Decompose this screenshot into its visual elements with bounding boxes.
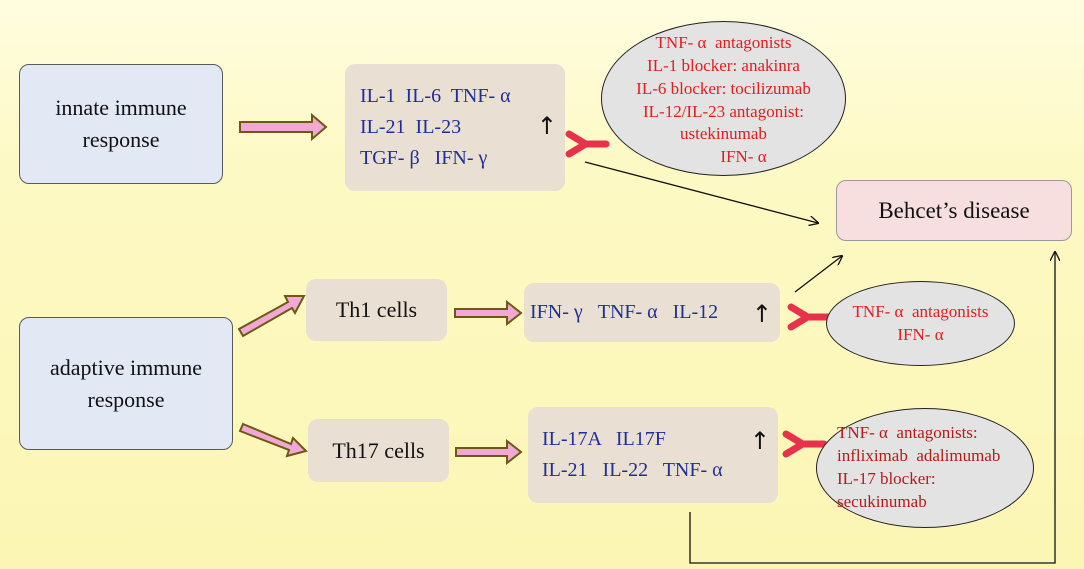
arrow-th17-to-cytokines — [455, 438, 523, 466]
link-th1-to-disease — [794, 256, 842, 293]
adaptive-immune-response-box: adaptive immune response — [19, 317, 233, 450]
th1-cytokines-line: IFN- γ TNF- α IL-12 — [530, 301, 719, 323]
arrow-adaptive-to-th1 — [237, 295, 306, 338]
innate-immune-response-box: innate immune response — [19, 64, 223, 184]
innate-label-line2: response — [82, 127, 160, 152]
th1-increase-icon: ↑ — [751, 300, 772, 328]
th17-increase-icon: ↑ — [749, 427, 770, 455]
th1-cells-label: Th1 cells — [335, 297, 418, 322]
th1-cytokines-box: IFN- γ TNF- α IL-12 ↑ — [524, 283, 780, 342]
th17-drug-4: secukinumab — [837, 491, 927, 511]
th17-drugs-ellipse: TNF- α antagonists: infliximab adalimuma… — [816, 408, 1034, 528]
disease-label: Behcet’s disease — [878, 197, 1030, 223]
th1-cells-box: Th1 cells — [306, 279, 447, 341]
arrow-innate-to-cytokines — [239, 112, 328, 142]
th17-drug-1: TNF- α antagonists: — [837, 423, 978, 443]
th17-cells-label: Th17 cells — [332, 437, 425, 463]
arrow-adaptive-to-th17 — [238, 422, 308, 458]
innate-drug-5: ustekinumab — [680, 124, 767, 144]
th1-drugs-ellipse: TNF- α antagonists IFN- α — [826, 281, 1015, 366]
innate-label-line1: innate immune — [55, 95, 187, 121]
inhibitor-innate — [565, 130, 610, 158]
innate-cytokines-box: IL-1 IL-6 TNF- α IL-21 IL-23 TGF- β IFN-… — [345, 64, 565, 191]
th17-cells-box: Th17 cells — [308, 419, 449, 482]
behcets-disease-box: Behcet’s disease — [836, 180, 1072, 241]
link-innate-to-disease — [584, 161, 818, 223]
th17-cytokines-line2: IL-21 IL-22 TNF- α — [542, 459, 723, 481]
th17-drug-2: infliximab adalimumab — [837, 446, 1001, 466]
th1-drug-1: TNF- α antagonists — [852, 301, 989, 321]
innate-cytokines-line2: IL-21 IL-23 — [360, 116, 462, 138]
adaptive-label-line1: adaptive immune — [49, 354, 203, 380]
innate-drug-6: IFN- α — [720, 147, 767, 167]
innate-cytokines-line3: TGF- β IFN- γ — [360, 147, 488, 169]
innate-drugs-ellipse: TNF- α antagonists IL-1 blocker: anakinr… — [601, 21, 846, 176]
innate-drug-4: IL-12/IL-23 antagonist: — [643, 101, 804, 121]
th1-drug-2: IFN- α — [897, 324, 944, 344]
th17-cytokines-box: IL-17A IL17F IL-21 IL-22 TNF- α ↑ — [528, 407, 778, 503]
innate-increase-icon: ↑ — [536, 112, 557, 140]
inhibitor-th1 — [787, 303, 833, 331]
th17-drug-3: IL-17 blocker: — [837, 469, 936, 488]
adaptive-label-line2: response — [87, 386, 165, 412]
arrow-th1-to-cytokines — [454, 299, 523, 327]
link-th17-to-disease — [689, 252, 1055, 564]
th17-cytokines-line1: IL-17A IL17F — [542, 428, 666, 450]
innate-cytokines-line1: IL-1 IL-6 TNF- α — [360, 85, 511, 107]
innate-drug-1: TNF- α antagonists — [655, 32, 792, 52]
innate-drug-2: IL-1 blocker: anakinra — [647, 55, 800, 75]
inhibitor-th17 — [782, 430, 828, 458]
innate-drug-3: IL-6 blocker: tocilizumab — [636, 78, 811, 98]
